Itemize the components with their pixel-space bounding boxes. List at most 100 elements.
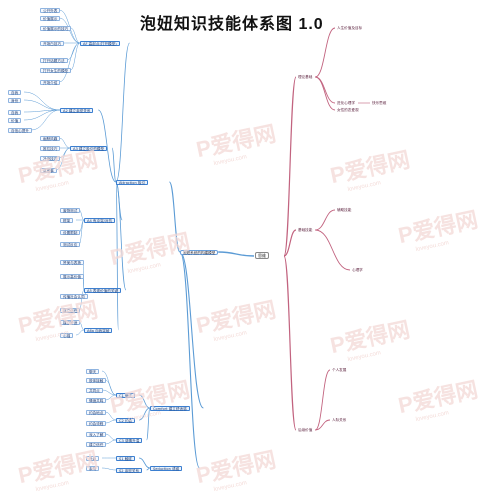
node-left-0-0-3[interactable]: A4 有冲突/对抗 xyxy=(84,217,116,223)
connector-line xyxy=(115,181,119,331)
node-left-0-0-0-3[interactable]: 开场白技巧 xyxy=(40,40,64,46)
node-left-0-1-2-0[interactable]: 深入了解 xyxy=(86,431,107,437)
node-left-0-0-4-2[interactable]: 传播社会认同 xyxy=(60,293,88,299)
connector-line xyxy=(59,137,71,149)
node-left-0-0-5[interactable]: A6a 自我突破 xyxy=(84,327,113,333)
connector-line xyxy=(138,457,151,469)
connector-line xyxy=(105,419,117,424)
connector-line xyxy=(138,407,151,421)
node-right-0-2[interactable]: 女性的恋爱观 xyxy=(337,107,359,112)
mind-map-canvas xyxy=(23,9,370,471)
connector-line xyxy=(70,42,81,71)
node-left-0[interactable]: 泡妞系统的构建模型 xyxy=(180,249,219,255)
connector-line xyxy=(283,229,297,257)
node-right-0[interactable]: 理论基础 xyxy=(298,74,313,79)
node-left-0-0-3-1[interactable]: 框架 xyxy=(60,217,74,223)
connector-line xyxy=(23,91,61,111)
node-left-0-0-0-4[interactable]: 打开话题方法 xyxy=(40,57,68,63)
node-left-0-1-0-2[interactable]: 共同点 xyxy=(86,387,103,393)
node-left-0-0-2-1[interactable]: 推拉技巧 xyxy=(40,145,61,151)
connector-line xyxy=(168,181,181,253)
node-left-0-1-0[interactable]: C1 聊天 xyxy=(116,392,136,398)
node-left-0-0-0-0[interactable]: 公开外表 xyxy=(40,7,61,13)
node-left-0-0-1-1[interactable]: 身份 xyxy=(8,97,22,103)
connector-line xyxy=(138,394,151,409)
connector-line xyxy=(283,255,297,431)
node-right-1-1[interactable]: 心理学 xyxy=(352,267,363,272)
node-left-0-1-0-3[interactable]: 情绪共鸣 xyxy=(86,397,107,403)
node-left-0-0-1-0[interactable]: 自我 xyxy=(8,89,22,95)
node-right-1-0[interactable]: 辅助技能 xyxy=(337,207,352,212)
node-left-0-1[interactable]: Comfort 建立舒适感 xyxy=(150,405,190,411)
node-left-0-2-0-0[interactable]: 升级 xyxy=(86,455,100,461)
connector-line xyxy=(283,76,297,257)
connector-line xyxy=(105,411,117,421)
node-left-0-0-1[interactable]: A2 建立亲密关系 xyxy=(60,107,94,113)
node-left-0-1-1-0[interactable]: 约会地点 xyxy=(86,409,107,415)
node-left-0-0-1-3[interactable]: 价值 xyxy=(8,117,22,123)
connector-line xyxy=(105,379,117,396)
node-right-2-1[interactable]: 人际关系 xyxy=(332,417,347,422)
connector-line xyxy=(115,42,130,183)
node-left-0-0-3-3[interactable]: 测试反应 xyxy=(60,241,81,247)
node-left-0-0-0[interactable]: AF 高起点(打开模型) xyxy=(80,40,120,46)
node-left-0-0-0-6[interactable]: 开场介绍 xyxy=(40,79,61,85)
connector-line xyxy=(55,147,71,171)
connector-line xyxy=(101,370,117,396)
node-left-0-0-3-0[interactable]: 废物测试 xyxy=(60,207,81,213)
node-left-0-0-2-3[interactable]: 讲故事 xyxy=(40,167,57,173)
node-right-1[interactable]: 基础技能 xyxy=(298,227,313,232)
node-left-0-1-1-1[interactable]: 约会流程 xyxy=(86,420,107,426)
connector-line xyxy=(105,433,117,441)
node-right-0-1-0[interactable]: 快乐思维 xyxy=(372,100,387,105)
connector-line xyxy=(23,99,61,111)
node-right-2-0[interactable]: 个人发展 xyxy=(332,367,347,372)
node-left-0-1-2[interactable]: C3 感情升温 xyxy=(116,437,143,443)
node-left-0-0-4-3[interactable]: 建立信任 xyxy=(60,307,81,313)
root-node[interactable]: 思维 xyxy=(255,252,269,259)
node-left-0-0[interactable]: Attraction 吸引 xyxy=(116,179,149,185)
connector-line xyxy=(179,251,201,469)
connector-line xyxy=(315,419,331,431)
connector-line xyxy=(315,209,336,231)
node-right-0-1[interactable]: 进化心理学 xyxy=(337,100,355,105)
connector-line xyxy=(101,467,117,471)
node-left-0-1-0-1[interactable]: 肢体接触 xyxy=(86,377,107,383)
node-left-0-0-4-1[interactable]: 展示高价值 xyxy=(60,273,84,279)
connector-line xyxy=(315,229,351,271)
node-left-0-0-1-2[interactable]: 自我 xyxy=(8,109,22,115)
node-left-0-0-3-2[interactable]: 设置限制 xyxy=(60,229,81,235)
connector-line xyxy=(97,109,117,183)
connector-line xyxy=(315,76,336,111)
connector-line xyxy=(315,27,336,78)
node-left-0-0-5-0[interactable]: 建立舒适 xyxy=(60,319,81,325)
node-left-0-0-4[interactable]: A5 表现价值的关键 xyxy=(84,287,122,293)
node-left-0-0-2-0[interactable]: 幽默风趣 xyxy=(40,135,61,141)
node-left-0-0-0-1[interactable]: 价值展示 xyxy=(40,15,61,21)
node-left-0-0-1-4[interactable]: 自信心提升 xyxy=(8,127,32,133)
node-left-0-1-1[interactable]: C2 约会 xyxy=(116,417,136,423)
node-left-0-0-5-1[interactable]: 心锚 xyxy=(60,332,74,338)
node-left-0-2-0[interactable]: S1 触碰 xyxy=(116,455,135,461)
connector-line xyxy=(314,369,331,431)
node-left-0-0-2-2[interactable]: 冷读技巧 xyxy=(40,155,61,161)
node-left-0-0-0-5[interactable]: 打开女生的模型 xyxy=(40,67,72,73)
node-right-0-0[interactable]: 人生价值及目标 xyxy=(337,25,363,30)
connector-line xyxy=(146,407,151,441)
node-left-0-1-0-0[interactable]: 聊天 xyxy=(86,368,100,374)
connector-line xyxy=(70,27,81,44)
node-left-0-1-2-1[interactable]: 建立信任 xyxy=(86,441,107,447)
node-right-2[interactable]: 后续价值 xyxy=(298,427,313,432)
connector-line xyxy=(75,329,85,336)
connector-line xyxy=(105,394,117,401)
node-left-0-0-4-0[interactable]: 赞美与表扬 xyxy=(60,259,84,265)
node-left-0-2-1[interactable]: S2 亲密关系 xyxy=(116,467,143,473)
node-left-0-2[interactable]: Seduction 诱惑 xyxy=(150,465,183,471)
connector-line xyxy=(59,147,71,159)
node-left-0-0-0-2[interactable]: 价值展示的技巧 xyxy=(40,25,72,31)
node-left-0-0-2[interactable]: A3 建立吸引的模型 xyxy=(70,145,108,151)
node-left-0-2-1-0[interactable]: 亲吻 xyxy=(86,465,100,471)
connector-line xyxy=(105,439,117,445)
connector-line xyxy=(315,76,336,104)
connector-line xyxy=(111,147,117,183)
